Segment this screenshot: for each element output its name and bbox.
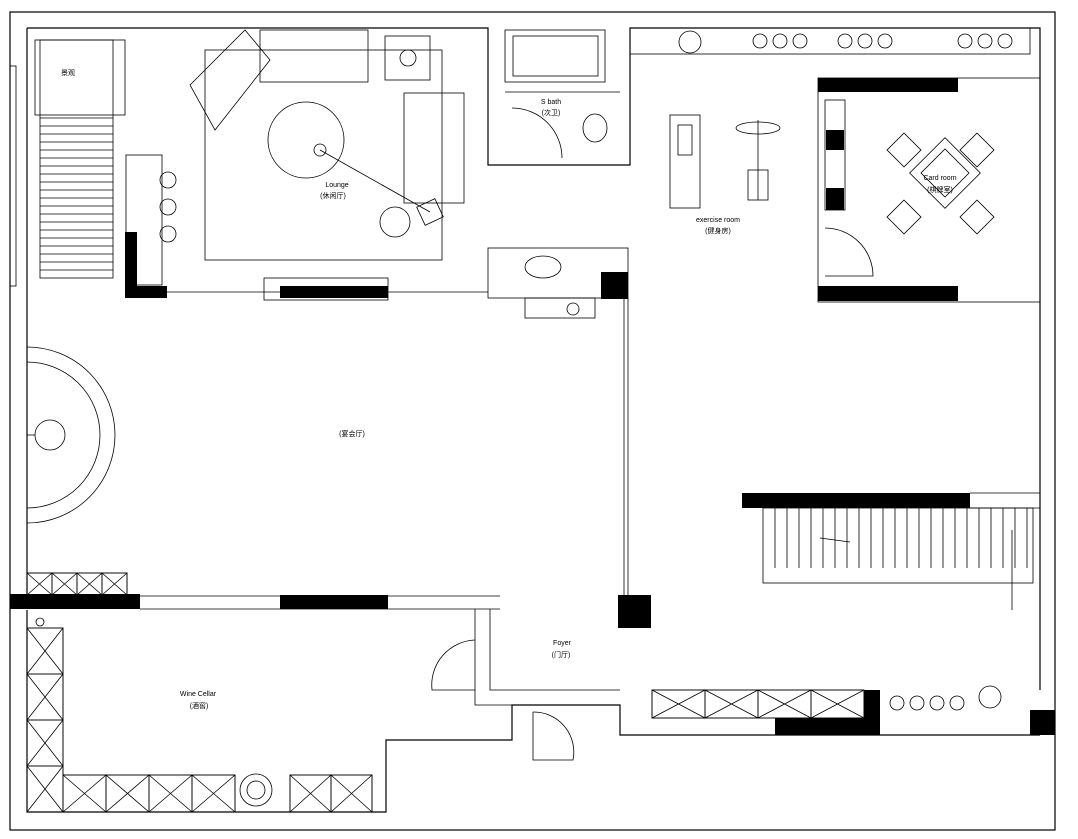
hall-round-feature [26,346,116,524]
cabinet-unit [289,774,332,813]
cabinet-unit [51,572,78,596]
cabinet-unit [810,689,865,719]
foyer-label-cn: (门厅) [552,650,571,659]
lounge-label: Lounge [325,182,348,189]
wine-cellar: Wine Cellar (酒窖) [26,572,373,813]
exercise-equipment: exercise room (健身房) [669,114,781,235]
cabinet-unit [26,765,64,813]
hall-label: (宴会厅) [339,429,365,438]
cabinet-unit [651,689,706,719]
planter-top [629,27,1031,55]
card-table: Card room (棋牌室) [824,132,995,277]
s-bath: S bath (次卫) [504,29,620,159]
exercise-room-label-cn: (健身房) [705,226,731,235]
staircase-top-left [39,39,114,279]
card-room-label: Card room [923,175,956,182]
interior-walls [10,77,1055,735]
cabinet-unit [26,627,64,675]
cabinet-unit [191,774,236,813]
cabinet-unit [101,572,128,596]
foyer: Foyer (门厅) [431,639,575,761]
cabinet-unit [62,774,107,813]
cabinets-bottom-right [651,685,1002,719]
landscape-label: 景观 [61,69,75,77]
cabinet-unit [757,689,812,719]
landscape-feature: 景观 [34,39,126,116]
washbasin [524,255,596,319]
foyer-label: Foyer [553,640,572,647]
cabinet-unit [330,774,373,813]
s-bath-label-cn: (次卫) [542,108,561,117]
cabinet-unit [26,719,64,767]
cabinet-unit [26,673,64,721]
cabinet-unit [76,572,103,596]
card-room-label-cn: (棋牌室) [927,185,953,194]
wine-cellar-label-cn: (酒窖) [190,701,209,710]
lounge-furniture: Lounge (休闲厅) [189,29,465,261]
lounge-label-cn: (休闲厅) [320,191,346,200]
s-bath-label: S bath [541,99,561,106]
cabinet-unit [704,689,759,719]
staircase-right [762,507,1034,610]
cabinet-unit [148,774,193,813]
cabinet-unit [105,774,150,813]
outer-walls [9,11,1056,831]
wine-cellar-label: Wine Cellar [180,691,217,698]
cabinet-unit [26,572,53,596]
bar-counter [125,154,177,298]
exercise-room-label: exercise room [696,217,740,224]
